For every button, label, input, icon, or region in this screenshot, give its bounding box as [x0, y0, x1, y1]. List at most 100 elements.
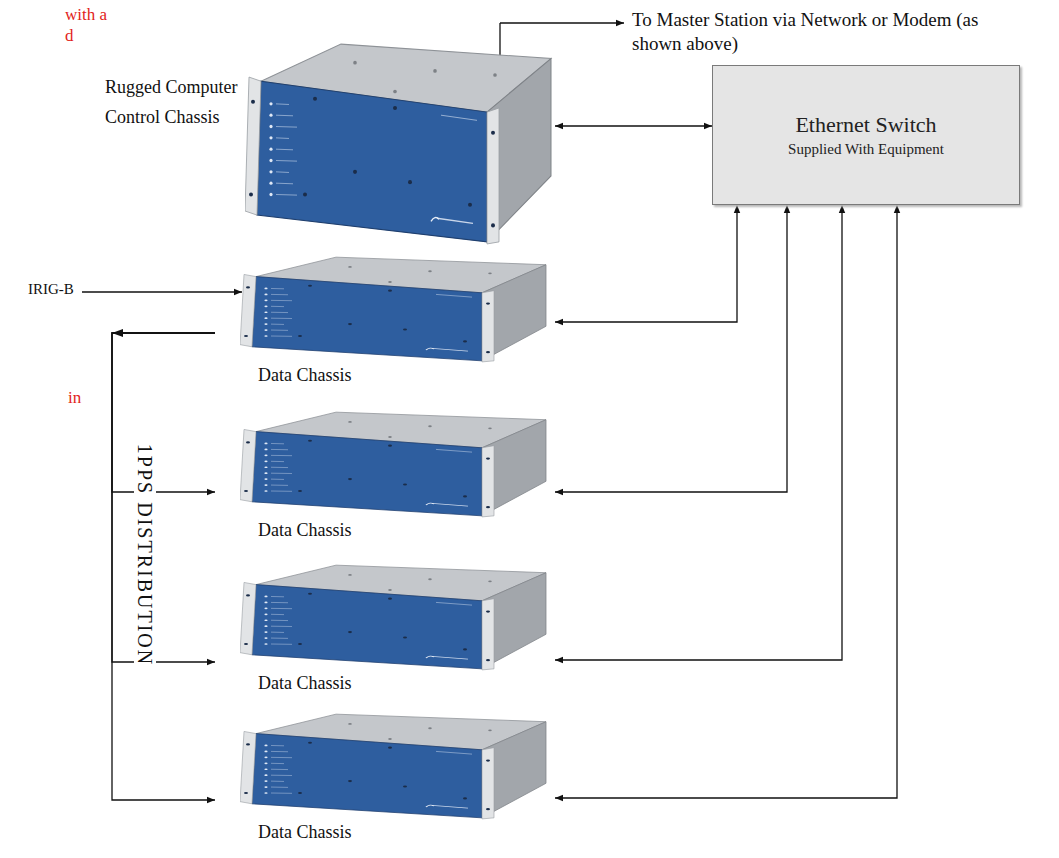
status-led [264, 460, 267, 462]
rack-ear [482, 446, 494, 517]
panel-marking [271, 461, 284, 462]
top-screw [388, 281, 392, 283]
status-led [264, 780, 267, 782]
top-screw [393, 90, 397, 94]
top-screw [493, 73, 497, 77]
panel-screw [251, 100, 255, 104]
status-led [269, 125, 272, 128]
panel-marking [271, 638, 288, 639]
panel-marking [271, 644, 292, 645]
panel-marking [271, 608, 292, 609]
maker-logo [431, 218, 439, 222]
panel-marking [276, 194, 297, 196]
master-link-line [500, 22, 624, 23]
panel-screw [249, 192, 253, 196]
top-screw [348, 266, 352, 268]
status-led [264, 774, 267, 776]
panel-screw [308, 742, 312, 744]
panel-marking [271, 312, 288, 313]
top-screw [348, 574, 352, 576]
panel-screw [486, 808, 490, 810]
status-led [264, 745, 267, 747]
panel-marking [276, 171, 289, 173]
status-led [264, 607, 267, 609]
panel-screw [388, 747, 392, 749]
irig-b-arrow [82, 291, 242, 292]
panel-screw [313, 97, 317, 101]
panel-screw [486, 760, 490, 762]
panel-marking [271, 324, 284, 325]
panel-screw [244, 490, 248, 492]
panel-screw [486, 458, 490, 460]
panel-screw [491, 223, 495, 227]
chassis-front [252, 734, 482, 818]
panel-marking [276, 160, 297, 162]
connector [112, 333, 215, 662]
maker-logo [426, 656, 434, 658]
top-screw [353, 61, 357, 65]
chassis-illustration [240, 410, 550, 518]
panel-marking [271, 763, 284, 764]
connector [555, 205, 787, 492]
panel-screw [298, 335, 302, 337]
status-led [264, 625, 267, 627]
panel-marking [271, 449, 288, 450]
switch-note: Supplied With Equipment [788, 140, 944, 160]
top-screw [388, 738, 392, 740]
panel-marking [271, 330, 288, 331]
top-screw [488, 729, 492, 731]
model-mark [436, 449, 472, 452]
status-led [264, 288, 267, 290]
panel-screw [244, 335, 248, 337]
top-screw [388, 589, 392, 591]
rack-ear [487, 108, 499, 244]
status-led [264, 294, 267, 296]
status-led [264, 443, 267, 445]
rack-ear [240, 274, 256, 346]
status-led [264, 466, 267, 468]
chassis-label: Data Chassis [258, 365, 352, 385]
maker-mark [432, 348, 468, 351]
panel-screw [486, 303, 490, 305]
maker-mark [432, 503, 468, 506]
connector [112, 333, 215, 800]
panel-screw [463, 495, 467, 497]
panel-screw [246, 743, 250, 745]
panel-marking [276, 115, 293, 117]
panel-marking [271, 306, 284, 307]
panel-screw [463, 648, 467, 650]
panel-marking [271, 318, 292, 319]
panel-marking [271, 288, 284, 289]
status-led [264, 311, 267, 313]
top-screw [428, 578, 432, 580]
status-led [264, 478, 267, 480]
panel-screw [403, 636, 407, 638]
status-led [264, 305, 267, 307]
status-led [264, 768, 267, 770]
panel-screw [244, 643, 248, 645]
status-led [264, 596, 267, 598]
panel-marking [271, 751, 288, 752]
top-screw [428, 727, 432, 729]
status-led [264, 299, 267, 301]
status-led [269, 170, 272, 173]
rack-ear [482, 599, 494, 670]
status-led [264, 786, 267, 788]
panel-marking [276, 183, 293, 185]
top-screw [388, 436, 392, 438]
panel-marking [276, 149, 293, 151]
status-led [264, 631, 267, 633]
status-led [264, 602, 267, 604]
note-fragment: with a [65, 5, 107, 25]
model-mark [441, 115, 477, 120]
status-led [264, 751, 267, 753]
connector [112, 333, 215, 492]
rack-ear [240, 429, 256, 501]
rack-ear [240, 582, 256, 654]
chassis-illustration [240, 563, 550, 671]
top-screw [433, 69, 437, 73]
chassis-node: Rugged Computer Control Chassis [105, 38, 555, 248]
panel-marking [271, 443, 284, 444]
chassis-node: Data Chassis [215, 255, 555, 387]
switch-box: Ethernet SwitchSupplied With Equipment [712, 65, 1020, 205]
